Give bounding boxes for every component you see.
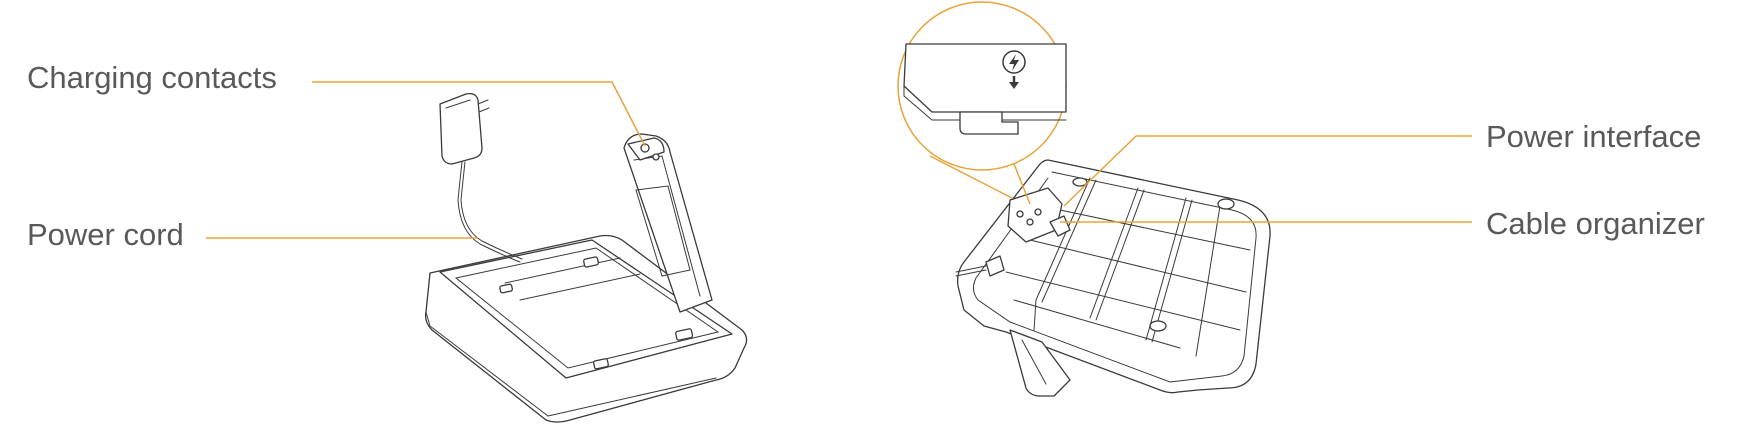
leader-charging-contacts	[312, 81, 646, 147]
charging-dock	[424, 92, 748, 423]
power-adapter	[439, 92, 483, 165]
dock-arm	[623, 133, 713, 313]
power-cord-line	[457, 161, 521, 263]
label-cable-organizer: Cable organizer	[1486, 206, 1705, 241]
lightning-bolt-down-arrow-icon	[1002, 50, 1026, 89]
leader-power-interface	[1063, 135, 1472, 207]
label-power-cord: Power cord	[27, 217, 184, 252]
cable-clip	[1049, 215, 1071, 237]
label-power-interface: Power interface	[1486, 119, 1702, 154]
dock-tray	[439, 239, 733, 379]
dock-underside	[955, 159, 1271, 397]
detail-zoom	[897, 1, 1067, 205]
label-charging-contacts: Charging contacts	[27, 60, 277, 95]
